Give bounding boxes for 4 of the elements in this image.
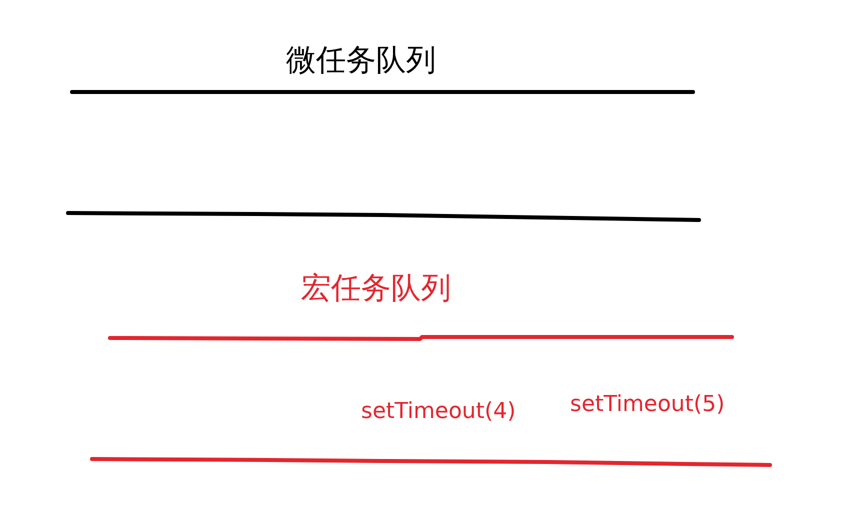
task-label: setTimeout(4) xyxy=(361,398,516,426)
queue-title: 微任务队列 xyxy=(286,44,436,78)
task-label: setTimeout(5) xyxy=(570,391,725,419)
queue-title: 宏任务队列 xyxy=(301,272,451,306)
